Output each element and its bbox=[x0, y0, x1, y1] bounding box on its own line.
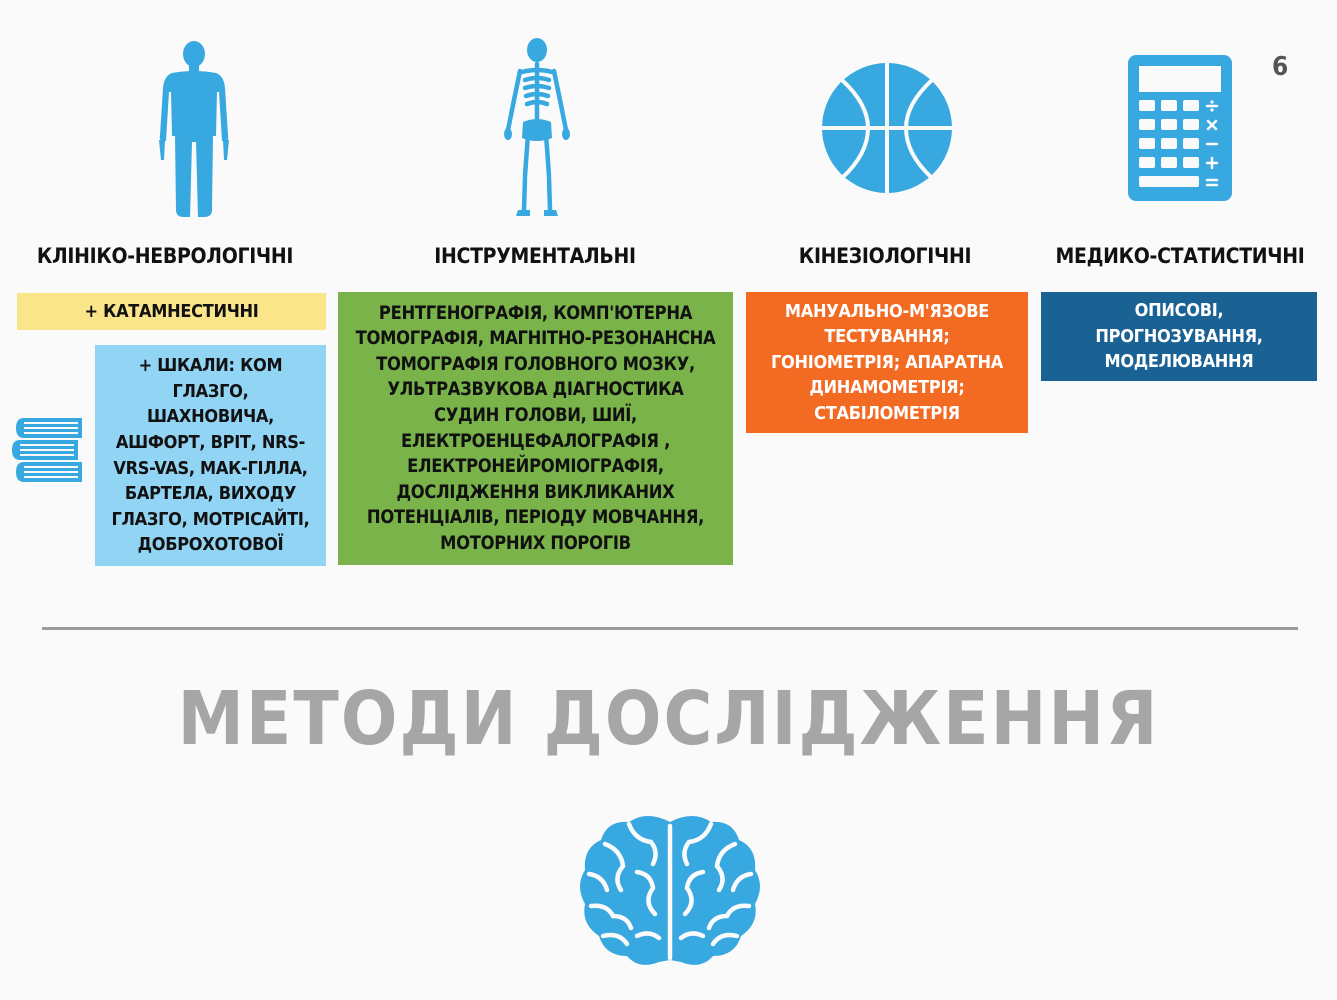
box-line: ТЕСТУВАННЯ; bbox=[824, 326, 950, 348]
brain-icon bbox=[580, 816, 760, 965]
box-line: ТОМОГРАФІЯ, МАГНІТНО-РЕЗОНАНСНА bbox=[355, 328, 716, 350]
box-line: МОТОРНИХ ПОРОГІВ bbox=[440, 532, 631, 554]
heading-kinesiological: КІНЕЗІОЛОГІЧНІ bbox=[798, 244, 972, 268]
divider-line bbox=[42, 627, 1298, 630]
basketball-icon bbox=[822, 63, 952, 193]
human-body-icon bbox=[159, 41, 229, 217]
heading-medical-statistical: МЕДИКО-СТАТИСТИЧНІ bbox=[1055, 244, 1305, 268]
page-title: МЕТОДИ ДОСЛІДЖЕННЯ bbox=[177, 676, 1160, 762]
box-line: ТОМОГРАФІЯ ГОЛОВНОГО МОЗКУ, bbox=[376, 353, 695, 375]
box-line: ГЛАЗГО, МОТРІСАЙТІ, bbox=[111, 508, 310, 530]
box-line: ОПИСОВІ, bbox=[1134, 300, 1224, 322]
box-line: ШАХНОВИЧА, bbox=[146, 406, 274, 428]
box-line: СТАБІЛОМЕТРІЯ bbox=[814, 402, 960, 424]
box-line: ДИНАМОМЕТРІЯ; bbox=[809, 377, 965, 399]
books-icon bbox=[12, 418, 82, 482]
calculator-icon bbox=[1128, 55, 1232, 201]
box-line: ДОСЛІДЖЕННЯ ВИКЛИКАНИХ bbox=[396, 481, 675, 503]
instrumental-box: РЕНТГЕНОГРАФІЯ, КОМП'ЮТЕРНА ТОМОГРАФІЯ, … bbox=[338, 292, 733, 565]
box-line: ГЛАЗГО, bbox=[172, 380, 249, 402]
box-line: УЛЬТРАЗВУКОВА ДІАГНОСТИКА bbox=[387, 379, 684, 401]
box-line: ЕЛЕКТРОНЕЙРОМІОГРАФІЯ, bbox=[407, 456, 664, 478]
box-line: ПОТЕНЦІАЛІВ, ПЕРІОДУ МОВЧАННЯ, bbox=[366, 507, 705, 529]
heading-instrumental: ІНСТРУМЕНТАЛЬНІ bbox=[434, 244, 636, 268]
box-line: ЕЛЕКТРОЕНЦЕФАЛОГРАФІЯ , bbox=[400, 430, 670, 452]
box-line: ДОБРОХОТОВОЇ bbox=[137, 534, 284, 556]
skeleton-icon bbox=[504, 38, 570, 216]
box-line: РЕНТГЕНОГРАФІЯ, КОМП'ЮТЕРНА bbox=[378, 302, 693, 324]
box-line: МОДЕЛЮВАННЯ bbox=[1104, 351, 1254, 373]
page-number: 6 bbox=[1272, 52, 1289, 82]
kinesiological-box: МАНУАЛЬНО-М'ЯЗОВЕ ТЕСТУВАННЯ; ГОНІОМЕТРІ… bbox=[746, 292, 1028, 433]
box-line: ПРОГНОЗУВАННЯ, bbox=[1095, 325, 1263, 347]
heading-clinical-neurological: КЛІНІКО-НЕВРОЛОГІЧНІ bbox=[36, 244, 294, 268]
box-line: АШФОРТ, ВРІТ, NRS- bbox=[115, 431, 306, 453]
katamnestic-box: + КАТАМНЕСТИЧНІ bbox=[17, 293, 326, 330]
box-line: МАНУАЛЬНО-М'ЯЗОВЕ bbox=[784, 300, 990, 322]
box-text: + КАТАМНЕСТИЧНІ bbox=[84, 300, 259, 322]
statistical-box: ОПИСОВІ, ПРОГНОЗУВАННЯ, МОДЕЛЮВАННЯ bbox=[1041, 292, 1317, 381]
box-line: ГОНІОМЕТРІЯ; АПАРАТНА bbox=[771, 351, 1003, 373]
box-line: БАРТЕЛА, ВИХОДУ bbox=[124, 483, 297, 505]
box-line: VRS-VAS, МАК-ГІЛЛА, bbox=[113, 457, 308, 479]
box-line: + ШКАЛИ: КОМ bbox=[138, 355, 283, 377]
box-line: СУДИН ГОЛОВИ, ШИЇ, bbox=[433, 404, 637, 426]
scales-box: + ШКАЛИ: КОМ ГЛАЗГО, ШАХНОВИЧА, АШФОРТ, … bbox=[95, 345, 326, 566]
